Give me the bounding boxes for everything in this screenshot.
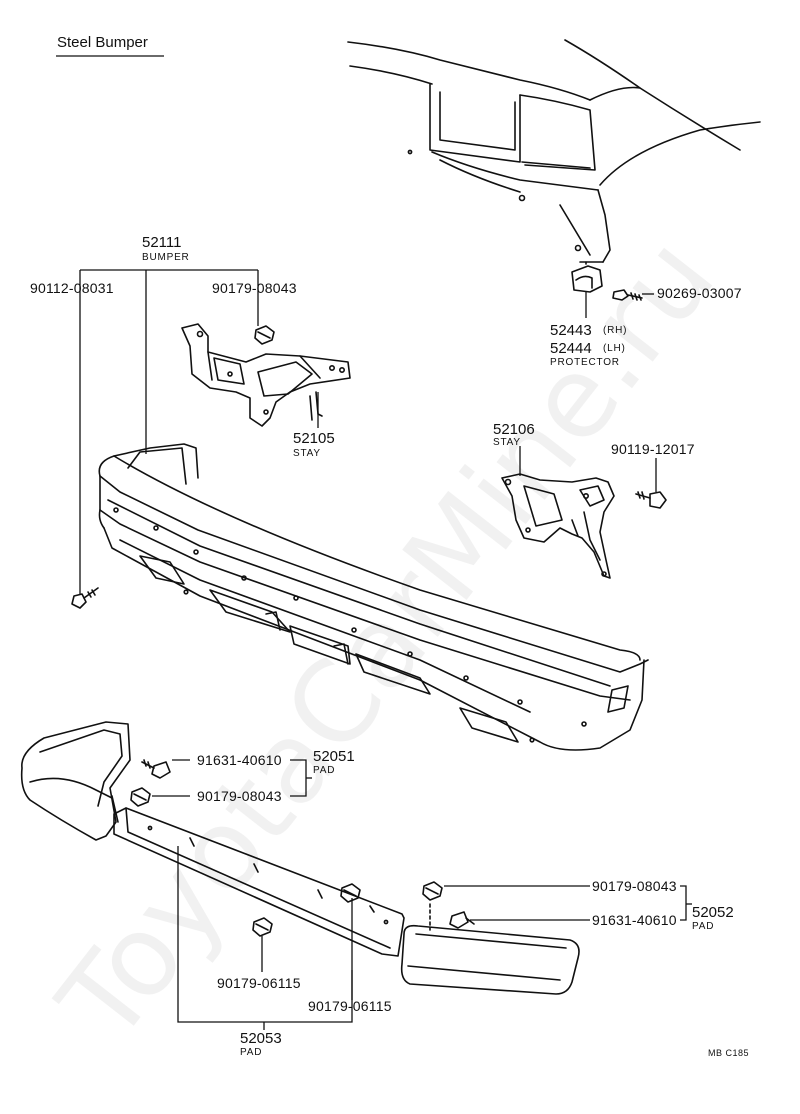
label-52051-number: 52051	[313, 748, 355, 765]
bolt-90112	[71, 587, 99, 609]
nut-90179-left	[130, 787, 151, 807]
label-52051-name: PAD	[313, 765, 336, 776]
label-52105-number: 52105	[293, 430, 335, 447]
car-front-corner	[347, 39, 761, 263]
screw-90269	[612, 289, 643, 301]
label-52444-number: 52444	[550, 340, 592, 357]
pad-52052	[400, 924, 580, 995]
label-91631-40610-left: 91631-40610	[197, 752, 282, 768]
label-90179-08043-right: 90179-08043	[592, 878, 677, 894]
label-90179-06115-b: 90179-06115	[308, 998, 392, 1014]
label-90119-12017: 90119-12017	[611, 441, 695, 457]
nut-90179-061-b	[340, 883, 361, 903]
stay-52106	[501, 473, 615, 579]
label-90112-08031: 90112-08031	[30, 280, 114, 296]
bumper-main	[98, 443, 649, 751]
bolt-91631-left	[141, 759, 171, 779]
diagram-title: Steel Bumper	[57, 34, 148, 51]
label-52052-number: 52052	[692, 904, 734, 921]
label-90179-06115-a: 90179-06115	[217, 975, 301, 991]
label-52053-name: PAD	[240, 1047, 263, 1058]
label-90269-03007: 90269-03007	[657, 285, 742, 301]
pad-52053	[113, 807, 405, 957]
label-52111-name: BUMPER	[142, 252, 190, 263]
label-52053-number: 52053	[240, 1030, 282, 1047]
label-52443-number: 52443	[550, 322, 592, 339]
nut-90179-stay	[254, 325, 275, 345]
stay-52105	[181, 323, 351, 427]
label-52052-name: PAD	[692, 921, 715, 932]
label-90179-08043-stay: 90179-08043	[212, 280, 297, 296]
label-52106-name: STAY	[493, 437, 521, 448]
label-52105-name: STAY	[293, 448, 321, 459]
label-52111-number: 52111	[142, 234, 182, 251]
label-90179-08043-left: 90179-08043	[197, 788, 282, 804]
bolt-90119	[635, 491, 667, 509]
label-91631-40610-right: 91631-40610	[592, 912, 677, 928]
leader-lines	[56, 55, 692, 1030]
pad-52051	[20, 721, 131, 841]
protector-part	[571, 261, 603, 293]
bolt-91631-right	[449, 911, 475, 929]
figure-code: MB C185	[708, 1048, 750, 1058]
nut-90179-061-a	[252, 917, 273, 937]
label-52106-number: 52106	[493, 421, 535, 438]
label-52443-side: (RH)	[603, 325, 628, 336]
label-52444-name: PROTECTOR	[550, 357, 620, 368]
nut-90179-right	[422, 881, 443, 931]
label-52444-side: (LH)	[603, 343, 626, 354]
